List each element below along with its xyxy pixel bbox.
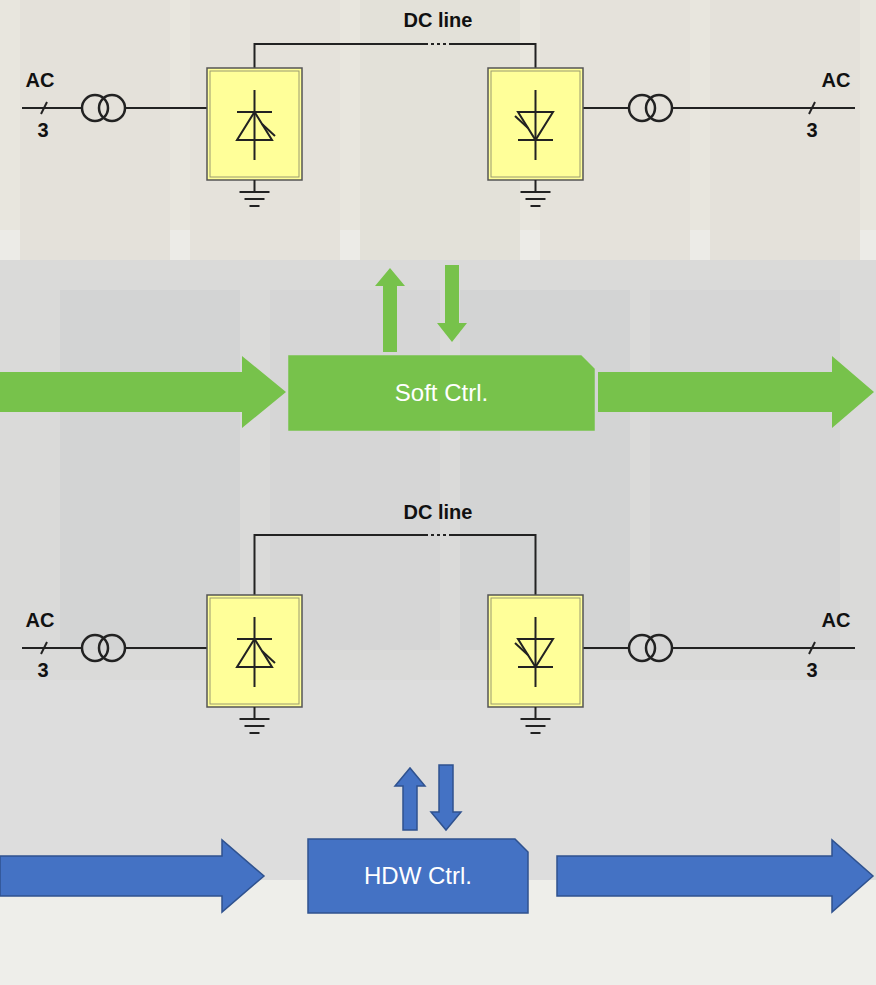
- ac-wire: [672, 107, 855, 109]
- control-box: Soft Ctrl.: [288, 355, 595, 431]
- box-shape: [289, 356, 594, 430]
- three-phase-tick: [809, 642, 815, 654]
- down-arrow: [431, 765, 461, 830]
- ac-label: AC: [26, 69, 55, 91]
- phase-count: 3: [806, 119, 817, 141]
- phase-count: 3: [806, 659, 817, 681]
- dc-line-wire: [255, 535, 426, 595]
- input-arrow: [0, 356, 286, 428]
- dc-line-wire: [452, 535, 536, 595]
- dc-line-label: DC line: [404, 501, 473, 523]
- control-box: HDW Ctrl.: [307, 838, 529, 914]
- transformer-symbol: [99, 95, 125, 121]
- transformer-symbol: [646, 95, 672, 121]
- hvdc-link-bottom: [22, 535, 855, 661]
- ac-wire: [672, 647, 855, 649]
- three-phase-tick: [809, 102, 815, 114]
- transformer-symbol: [646, 635, 672, 661]
- rectifier-symbol: [207, 68, 302, 206]
- inverter-symbol: [488, 68, 583, 206]
- box-shape: [308, 839, 528, 913]
- hardware-control-arrows: [0, 765, 873, 912]
- control-label: HDW Ctrl.: [364, 862, 472, 890]
- ac-wire: [22, 647, 82, 649]
- rectifier-symbol: [207, 595, 302, 733]
- three-phase-tick: [41, 102, 47, 114]
- phase-count: 3: [37, 119, 48, 141]
- ac-label: AC: [26, 609, 55, 631]
- soft-control-arrows: [0, 265, 874, 428]
- down-arrow: [437, 265, 467, 342]
- ac-wire: [583, 107, 629, 109]
- output-arrow: [598, 356, 874, 428]
- ac-wire: [125, 107, 207, 109]
- ac-label: AC: [822, 69, 851, 91]
- control-label: Soft Ctrl.: [395, 379, 488, 407]
- inverter-symbol: [488, 595, 583, 733]
- ac-label: AC: [822, 609, 851, 631]
- ac-wire: [125, 647, 207, 649]
- up-arrow: [395, 768, 425, 830]
- ac-wire: [22, 107, 82, 109]
- hvdc-link-top: [22, 44, 855, 121]
- input-arrow: [0, 840, 264, 912]
- dc-line-wire: [425, 43, 452, 45]
- transformer-symbol: [99, 635, 125, 661]
- dc-line-wire: [425, 534, 452, 536]
- ac-wire: [583, 647, 629, 649]
- output-arrow: [557, 840, 873, 912]
- up-arrow: [375, 268, 405, 352]
- phase-count: 3: [37, 659, 48, 681]
- dc-line-wire: [255, 44, 426, 68]
- dc-line-wire: [452, 44, 536, 68]
- dc-line-label: DC line: [404, 9, 473, 31]
- three-phase-tick: [41, 642, 47, 654]
